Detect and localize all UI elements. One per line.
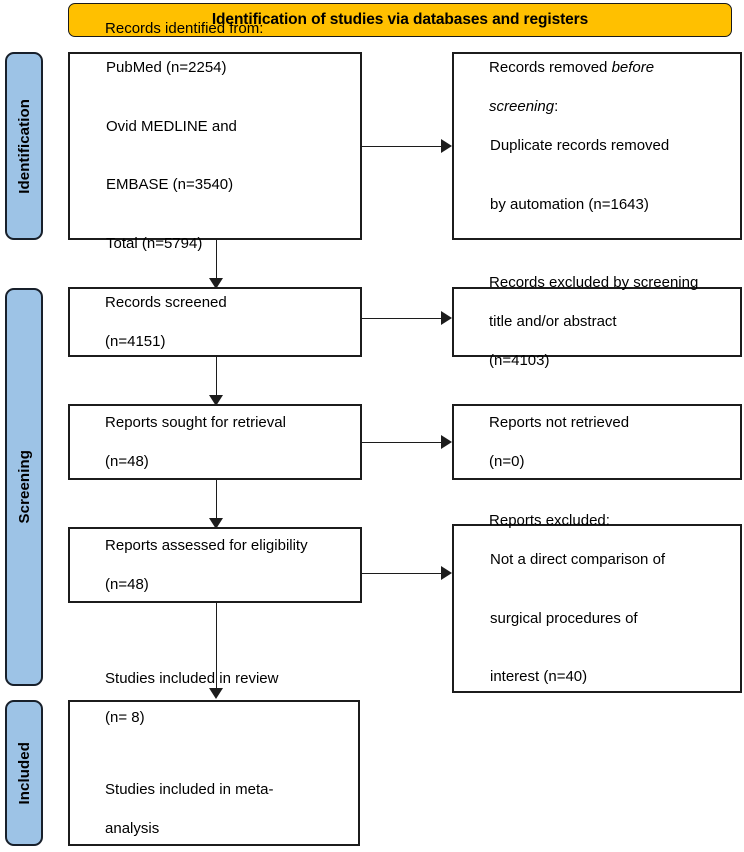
studies-included-line3: Studies included in meta- bbox=[105, 781, 274, 798]
box-studies-included-text: Studies included in review (n= 8) Studie… bbox=[70, 649, 358, 852]
reports-not-retrieved-line2: (n=0) bbox=[489, 452, 525, 470]
box-reports-excluded-text: Reports excluded: Not a direct compariso… bbox=[454, 492, 740, 726]
edge-screened-to-sought-arrowhead bbox=[209, 395, 223, 406]
box-records-identified-text: Records identified from: PubMed (n=2254)… bbox=[70, 0, 360, 292]
box-reports-assessed: Reports assessed for eligibility (n=48) bbox=[68, 527, 362, 603]
edge-identified-to-screened-arrowhead bbox=[209, 278, 223, 289]
edge-sought-to-assessed-arrowhead bbox=[209, 518, 223, 529]
records-removed-item-0: Duplicate records removed bbox=[490, 137, 670, 155]
box-reports-not-retrieved: Reports not retrieved (n=0) bbox=[452, 404, 742, 480]
stage-label-identification: Identification bbox=[5, 52, 43, 240]
records-removed-line1-plain: Records removed bbox=[489, 59, 612, 77]
studies-included-line1: Studies included in review bbox=[105, 669, 279, 687]
edge-assessed-to-included-arrowhead bbox=[209, 688, 223, 699]
reports-excluded-heading: Reports excluded: bbox=[489, 512, 610, 529]
box-records-identified: Records identified from: PubMed (n=2254)… bbox=[68, 20, 362, 252]
box-records-removed-text: Records removed before screening: Duplic… bbox=[454, 39, 740, 254]
box-records-excluded-text: Records excluded by screening title and/… bbox=[454, 254, 740, 391]
edge-screened-to-excluded bbox=[362, 318, 441, 319]
edge-identified-to-removed bbox=[362, 146, 441, 147]
edge-assessed-to-excluded bbox=[362, 573, 441, 574]
edge-screened-to-sought bbox=[216, 357, 217, 395]
studies-included-line2: (n= 8) bbox=[105, 708, 145, 726]
stage-label-screening-text: Screening bbox=[15, 450, 33, 524]
edge-assessed-to-excluded-arrowhead bbox=[441, 566, 452, 580]
banner-identification-via-databases: Identification of studies via databases … bbox=[68, 3, 732, 37]
records-identified-item-0: PubMed (n=2254) bbox=[106, 59, 227, 77]
stage-label-identification-text: Identification bbox=[15, 98, 33, 194]
edge-sought-to-not-retrieved bbox=[362, 442, 441, 443]
records-screened-line2: (n=4151) bbox=[105, 332, 166, 350]
records-identified-item-2: EMBASE (n=3540) bbox=[106, 176, 234, 194]
records-identified-heading: Records identified from: bbox=[105, 20, 264, 38]
edge-screened-to-excluded-arrowhead bbox=[441, 311, 452, 325]
box-studies-included: Studies included in review (n= 8) Studie… bbox=[68, 670, 360, 846]
records-removed-line2-italic: screening bbox=[489, 98, 555, 116]
edge-assessed-to-included bbox=[216, 603, 217, 688]
box-reports-not-retrieved-text: Reports not retrieved (n=0) bbox=[454, 393, 740, 491]
edge-sought-to-assessed bbox=[216, 480, 217, 518]
records-removed-item-1: by automation (n=1643) bbox=[490, 195, 649, 213]
records-excluded-line2: title and/or abstract bbox=[489, 313, 617, 331]
records-removed-line2-plain: : bbox=[554, 98, 559, 116]
edge-sought-to-not-retrieved-arrowhead bbox=[441, 435, 452, 449]
reports-excluded-item-1: surgical procedures of bbox=[490, 609, 638, 627]
records-excluded-line3: (n=4103) bbox=[489, 352, 550, 370]
stage-label-included-text: Included bbox=[15, 741, 33, 805]
records-identified-item-1: Ovid MEDLINE and bbox=[106, 117, 237, 135]
box-records-excluded: Records excluded by screening title and/… bbox=[452, 274, 742, 369]
reports-sought-line1: Reports sought for retrieval bbox=[105, 413, 286, 431]
reports-assessed-line2: (n=48) bbox=[105, 575, 149, 593]
records-removed-line1-italic: before bbox=[611, 59, 655, 77]
edge-identified-to-removed-arrowhead bbox=[441, 139, 452, 153]
box-reports-sought-text: Reports sought for retrieval (n=48) bbox=[70, 393, 360, 491]
stage-label-included: Included bbox=[5, 700, 43, 846]
box-reports-assessed-text: Reports assessed for eligibility (n=48) bbox=[70, 516, 360, 614]
reports-excluded-item-2: interest (n=40) bbox=[490, 668, 588, 685]
box-records-screened: Records screened (n=4151) bbox=[68, 287, 362, 357]
stage-label-screening: Screening bbox=[5, 288, 43, 686]
box-records-screened-text: Records screened (n=4151) bbox=[70, 273, 360, 371]
reports-excluded-item-0: Not a direct comparison of bbox=[490, 551, 666, 568]
records-identified-item-3: Total (n=5794) bbox=[106, 234, 203, 252]
reports-not-retrieved-line1: Reports not retrieved bbox=[489, 413, 630, 431]
studies-included-spacer bbox=[80, 747, 348, 761]
banner-title: Identification of studies via databases … bbox=[211, 11, 589, 28]
edge-identified-to-screened bbox=[216, 240, 217, 278]
records-excluded-line1: Records excluded by screening bbox=[489, 274, 699, 292]
box-records-removed: Records removed before screening: Duplic… bbox=[452, 52, 742, 240]
box-reports-sought: Reports sought for retrieval (n=48) bbox=[68, 404, 362, 480]
box-reports-excluded: Reports excluded: Not a direct compariso… bbox=[452, 512, 742, 693]
records-screened-line1: Records screened bbox=[105, 293, 227, 311]
reports-sought-line2: (n=48) bbox=[105, 452, 149, 470]
studies-included-line4: analysis bbox=[105, 820, 160, 837]
reports-assessed-line1: Reports assessed for eligibility bbox=[105, 536, 308, 554]
